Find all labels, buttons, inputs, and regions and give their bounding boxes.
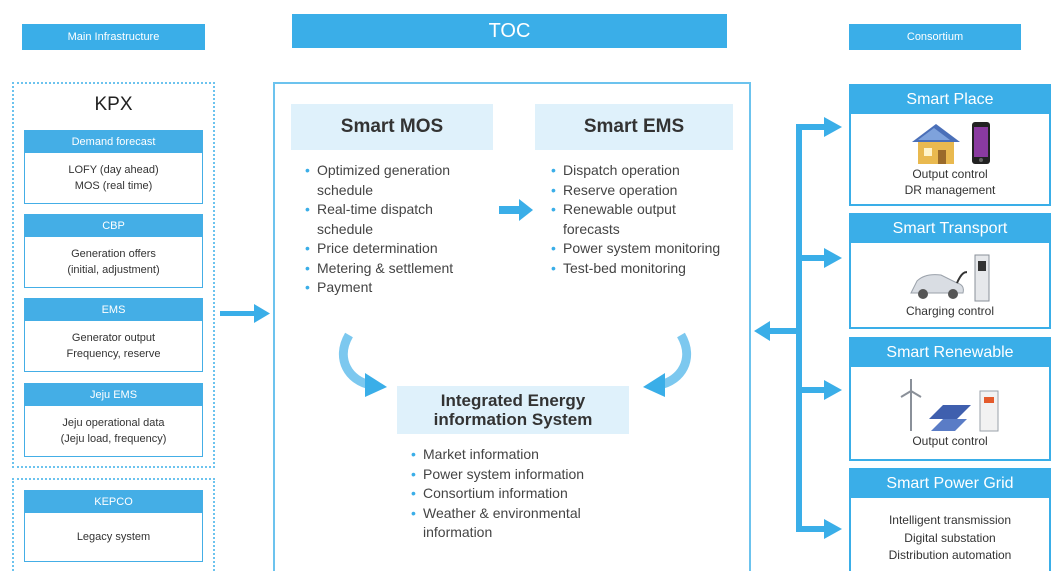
list-item: Dispatch operation — [551, 161, 721, 181]
cbp-box: CBP Generation offers (initial, adjustme… — [24, 214, 203, 288]
ems-line: Generator output — [71, 332, 156, 344]
consortium-header: Consortium — [849, 24, 1021, 50]
cbp-line: (initial, adjustment) — [67, 264, 160, 276]
house-icon — [912, 124, 960, 164]
jeju-ems-line: (Jeju load, frequency) — [60, 433, 167, 445]
demand-forecast-box: Demand forecast LOFY (day ahead) MOS (re… — [24, 130, 203, 204]
iei-title: Integrated Energy information System — [397, 386, 629, 434]
toc-panel: Smart MOS Optimized generation schedule … — [273, 82, 751, 571]
demand-forecast-line: MOS (real time) — [74, 180, 153, 192]
kepco-title: KEPCO — [25, 491, 202, 513]
kpx-group: KPX Demand forecast LOFY (day ahead) MOS… — [12, 82, 215, 468]
toc-label: TOC — [488, 19, 531, 42]
cbp-title: CBP — [25, 215, 202, 237]
jeju-ems-line: Jeju operational data — [62, 417, 165, 429]
smart-transport-box: Smart Transport Charging control — [849, 213, 1051, 329]
ems-box: EMS Generator output Frequency, reserve — [24, 298, 203, 372]
charging-station-icon — [974, 254, 990, 302]
wind-turbine-icon — [900, 379, 922, 431]
kepco-group: KEPCO Legacy system — [12, 478, 215, 571]
smart-place-line: Output control — [912, 167, 988, 181]
inverter-icon — [979, 390, 999, 432]
smart-renewable-title: Smart Renewable — [851, 339, 1049, 367]
smart-place-line: DR management — [904, 183, 996, 197]
cbp-line: Generation offers — [71, 248, 156, 260]
smart-ems-title: Smart EMS — [535, 104, 733, 150]
list-item: Metering & settlement — [305, 259, 485, 279]
ems-line: Frequency, reserve — [66, 348, 161, 360]
arrow-right-icon — [220, 304, 270, 323]
list-item: Optimized generation schedule — [305, 161, 485, 200]
smart-power-grid-title: Smart Power Grid — [851, 470, 1049, 498]
list-item: Power system monitoring — [551, 239, 721, 259]
smart-mos-list: Optimized generation schedule Real-time … — [305, 161, 485, 298]
list-item: Consortium information — [411, 484, 621, 504]
ems-title: EMS — [25, 299, 202, 321]
list-item: Power system information — [411, 465, 621, 485]
solar-panel-icon — [929, 405, 971, 431]
list-item: Real-time dispatch schedule — [305, 200, 485, 239]
iei-title-line: Integrated Energy — [440, 391, 586, 410]
smart-power-grid-line: Digital substation — [904, 530, 996, 545]
consortium-label: Consortium — [906, 31, 964, 43]
smart-power-grid-box: Smart Power Grid Intelligent transmissio… — [849, 468, 1051, 571]
list-item: Payment — [305, 278, 485, 298]
toc-header: TOC — [292, 14, 727, 48]
demand-forecast-line: LOFY (day ahead) — [68, 164, 159, 176]
smart-mos-title: Smart MOS — [291, 104, 493, 150]
kpx-title: KPX — [94, 94, 133, 115]
smart-renewable-box: Smart Renewable Output control — [849, 337, 1051, 461]
list-item: Reserve operation — [551, 181, 721, 201]
smart-renewable-line: Output control — [912, 434, 988, 448]
consortium-connector — [754, 117, 842, 539]
curved-arrow-icon — [643, 332, 691, 397]
iei-title-line: information System — [433, 410, 593, 429]
list-item: Test-bed monitoring — [551, 259, 721, 279]
list-item: Weather & environmental information — [411, 504, 621, 543]
main-infrastructure-label: Main Infrastructure — [67, 31, 160, 43]
electric-car-icon — [910, 271, 967, 299]
smart-transport-title: Smart Transport — [851, 215, 1049, 243]
arrow-right-icon — [499, 199, 533, 221]
smart-power-grid-line: Intelligent transmission — [888, 513, 1012, 527]
jeju-ems-box: Jeju EMS Jeju operational data (Jeju loa… — [24, 383, 203, 457]
smart-ems-list: Dispatch operation Reserve operation Ren… — [551, 161, 721, 278]
smartphone-icon — [972, 122, 990, 164]
list-item: Price determination — [305, 239, 485, 259]
kepco-line: Legacy system — [76, 531, 151, 543]
list-item: Market information — [411, 445, 621, 465]
smart-place-box: Smart Place Output control DR management — [849, 84, 1051, 206]
smart-transport-line: Charging control — [905, 304, 995, 318]
curved-arrow-icon — [339, 332, 387, 397]
jeju-ems-title: Jeju EMS — [25, 384, 202, 406]
iei-list: Market information Power system informat… — [411, 445, 621, 543]
smart-place-title: Smart Place — [851, 86, 1049, 114]
list-item: Renewable output forecasts — [551, 200, 721, 239]
main-infrastructure-header: Main Infrastructure — [22, 24, 205, 50]
demand-forecast-title: Demand forecast — [25, 131, 202, 153]
smart-power-grid-line: Distribution automation — [888, 548, 1012, 562]
kepco-box: KEPCO Legacy system — [24, 490, 203, 562]
